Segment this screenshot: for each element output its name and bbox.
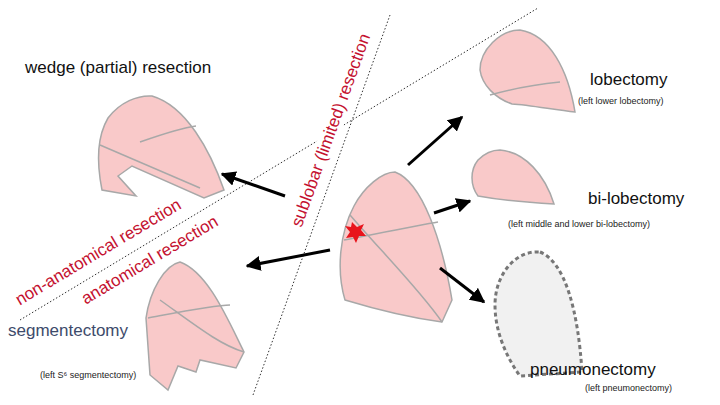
- tumor: [345, 222, 366, 243]
- lung-fissure: [490, 82, 560, 95]
- arrow: [440, 268, 484, 302]
- wedge-lung: [99, 96, 224, 198]
- pneumonectomy-outline: [495, 252, 582, 376]
- arrow: [408, 117, 462, 165]
- procedure-name: segmentectomy: [8, 321, 128, 341]
- procedure-example: (left lower lobectomy): [578, 96, 664, 106]
- procedure-name: pneumonectomy: [530, 360, 656, 380]
- arrow: [222, 174, 285, 196]
- anatomical-boundary: [20, 8, 538, 320]
- procedure-label: pneumonectomy (left pneumonectomy): [530, 360, 673, 394]
- procedure-label: segmentectomy (left S⁶ segmentectomy): [8, 321, 137, 381]
- procedure-example: (left pneumonectomy): [585, 383, 672, 393]
- lung-fissure: [100, 145, 200, 188]
- procedure-example: (left middle and lower bi-lobectomy): [508, 219, 650, 229]
- lung-fissure: [160, 300, 244, 352]
- procedure-name: wedge (partial) resection: [25, 58, 211, 78]
- procedure-label: wedge (partial) resection: [25, 58, 212, 78]
- arrow: [434, 201, 470, 213]
- procedure-name: lobectomy: [590, 70, 667, 90]
- procedure-label: lobectomy (left lower lobectomy): [578, 70, 668, 107]
- procedure-example: (left S⁶ segmentectomy): [40, 370, 136, 380]
- lung-fissure: [140, 126, 196, 142]
- lung-fissure: [350, 215, 442, 322]
- left-lung: [340, 172, 452, 322]
- procedure-name: bi-lobectomy: [588, 189, 684, 209]
- lobectomy-lung: [480, 30, 575, 112]
- procedure-label: bi-lobectomy (left middle and lower bi-lo…: [508, 189, 685, 230]
- arrow: [247, 250, 330, 266]
- lung-fissure: [148, 305, 230, 318]
- bilobectomy-lung: [472, 150, 554, 204]
- segmentectomy-lung: [146, 262, 244, 390]
